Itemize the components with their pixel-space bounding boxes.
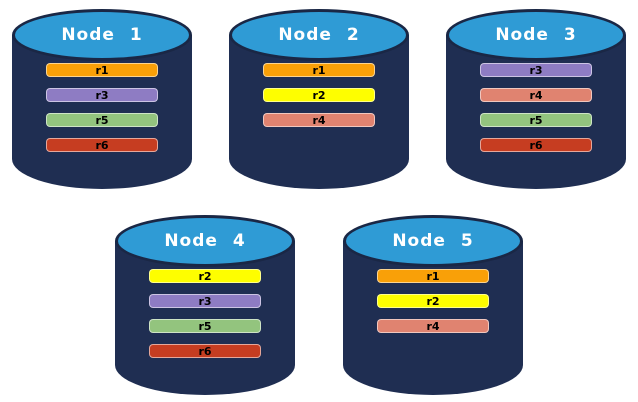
replica-bar-r4: r4	[377, 319, 489, 333]
db-cylinder-top-icon: Node 2	[229, 9, 409, 61]
db-cylinder-top-icon: Node 5	[343, 215, 523, 267]
replica-list: r1 r2 r4	[343, 269, 523, 333]
replica-bar-r5: r5	[480, 113, 592, 127]
row-bottom: Node 4 r2 r3 r5 r6 Node 5 r1 r2 r4	[0, 215, 638, 395]
replica-bar-r6: r6	[46, 138, 158, 152]
replica-list: r2 r3 r5 r6	[115, 269, 295, 358]
node-title: Node 1	[61, 25, 143, 45]
replica-list: r1 r2 r4	[229, 63, 409, 127]
replica-list: r1 r3 r5 r6	[12, 63, 192, 152]
replica-bar-r1: r1	[263, 63, 375, 77]
replica-bar-r2: r2	[263, 88, 375, 102]
node-title: Node 2	[278, 25, 360, 45]
replica-bar-r6: r6	[149, 344, 261, 358]
replica-bar-r5: r5	[149, 319, 261, 333]
replica-bar-r3: r3	[149, 294, 261, 308]
replica-bar-r6: r6	[480, 138, 592, 152]
db-cylinder-top-icon: Node 3	[446, 9, 626, 61]
replica-bar-r4: r4	[480, 88, 592, 102]
replica-bar-r4: r4	[263, 113, 375, 127]
replica-bar-r2: r2	[377, 294, 489, 308]
db-node-4: Node 4 r2 r3 r5 r6	[115, 215, 295, 395]
db-node-2: Node 2 r1 r2 r4	[229, 9, 409, 189]
replica-bar-r2: r2	[149, 269, 261, 283]
node-title: Node 4	[164, 231, 246, 251]
node-title: Node 3	[495, 25, 577, 45]
db-node-1: Node 1 r1 r3 r5 r6	[12, 9, 192, 189]
db-node-3: Node 3 r3 r4 r5 r6	[446, 9, 626, 189]
replica-list: r3 r4 r5 r6	[446, 63, 626, 152]
replica-bar-r3: r3	[46, 88, 158, 102]
replica-bar-r3: r3	[480, 63, 592, 77]
db-node-5: Node 5 r1 r2 r4	[343, 215, 523, 395]
replica-bar-r1: r1	[377, 269, 489, 283]
replica-bar-r1: r1	[46, 63, 158, 77]
replica-bar-r5: r5	[46, 113, 158, 127]
db-cylinder-top-icon: Node 4	[115, 215, 295, 267]
db-cylinder-top-icon: Node 1	[12, 9, 192, 61]
node-title: Node 5	[392, 231, 474, 251]
